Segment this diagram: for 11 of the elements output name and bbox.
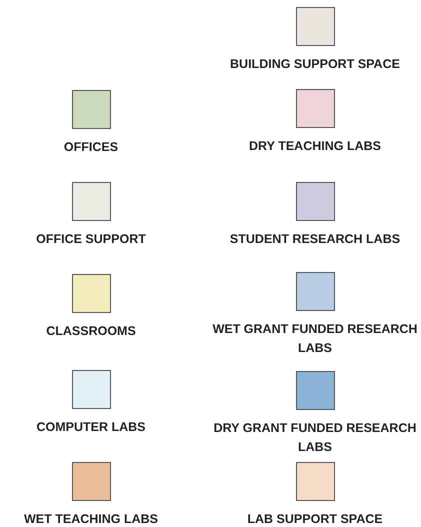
legend-label: OFFICES — [64, 139, 118, 156]
legend-label: OFFICE SUPPORT — [36, 231, 146, 248]
legend-label: BUILDING SUPPORT SPACE — [230, 56, 400, 73]
legend-label: DRY TEACHING LABS — [249, 138, 381, 155]
legend-label: COMPUTER LABS — [36, 419, 146, 436]
legend-label: STUDENT RESEARCH LABS — [230, 231, 400, 248]
legend-label: LAB SUPPORT SPACE — [247, 511, 383, 527]
legend-label: CLASSROOMS — [46, 323, 136, 340]
legend-label: WET GRANT FUNDED RESEARCH LABS — [212, 321, 418, 357]
legend-label: WET TEACHING LABS — [24, 511, 158, 527]
legend-label: DRY GRANT FUNDED RESEARCH LABS — [212, 420, 418, 456]
